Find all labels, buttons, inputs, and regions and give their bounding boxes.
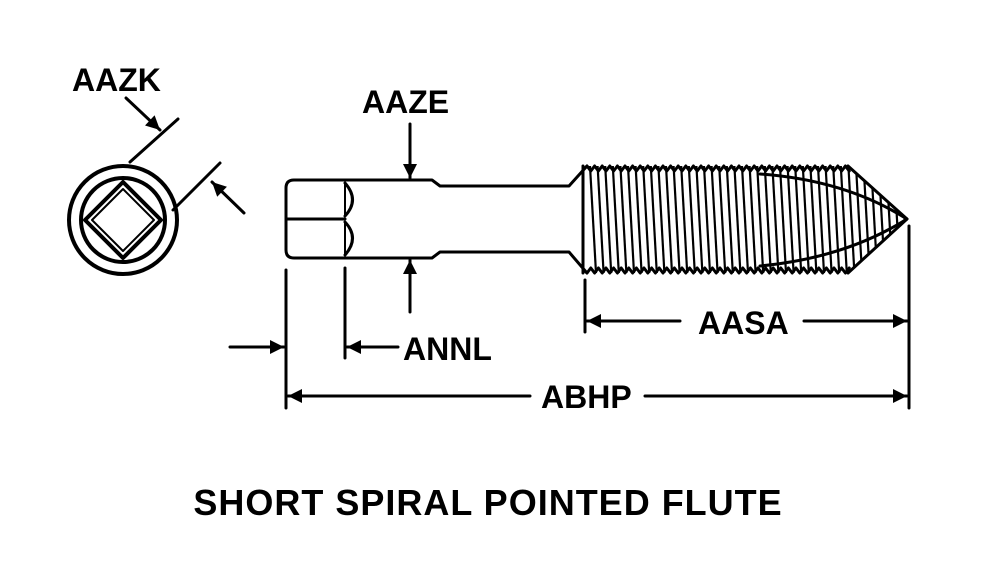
thread-line xyxy=(733,166,742,273)
label-aasa: AASA xyxy=(698,305,789,341)
thread-line xyxy=(642,166,651,273)
thread-line xyxy=(847,166,856,273)
flat-arc-lower xyxy=(343,220,354,257)
thread-line xyxy=(839,166,848,273)
flat-arc-upper xyxy=(343,181,354,218)
thread-line xyxy=(680,166,689,273)
thread-line xyxy=(832,166,841,273)
thread-line xyxy=(801,166,810,273)
drawing-title: SHORT SPIRAL POINTED FLUTE xyxy=(193,482,782,523)
thread-line xyxy=(588,166,598,273)
thread-line xyxy=(710,166,719,273)
thread-line xyxy=(885,166,894,273)
thread-line xyxy=(725,166,734,273)
thread-line xyxy=(664,166,674,273)
thread-line xyxy=(854,166,864,273)
thread-line xyxy=(786,166,795,273)
threaded-section xyxy=(581,164,909,275)
thread-line xyxy=(740,166,750,273)
thread-line xyxy=(596,166,605,273)
aazk-extension-line-2 xyxy=(171,161,222,212)
thread-line xyxy=(892,166,902,273)
thread-line xyxy=(626,166,636,273)
end-view-inner-circle xyxy=(79,176,167,264)
tap-side-view xyxy=(284,164,909,275)
thread-line xyxy=(695,166,704,273)
aazk-arrow-2 xyxy=(210,180,246,215)
thread-line xyxy=(604,166,613,273)
thread-line xyxy=(718,166,727,273)
label-annl: ANNL xyxy=(403,331,492,367)
end-view-outer-circle xyxy=(67,164,179,276)
thread-bottom-crests xyxy=(581,266,851,275)
thread-line xyxy=(672,166,681,273)
thread-line xyxy=(809,166,818,273)
thread-line xyxy=(756,166,765,273)
thread-line xyxy=(748,166,757,273)
thread-line xyxy=(763,166,772,273)
label-aazk: AAZK xyxy=(72,62,161,98)
thread-line xyxy=(824,166,833,273)
thread-line xyxy=(778,166,788,273)
thread-line xyxy=(634,166,643,273)
thread-line xyxy=(687,166,696,273)
aazk-arrow-1 xyxy=(124,96,162,132)
square-drive xyxy=(83,180,163,260)
thread-line xyxy=(877,166,886,273)
label-aaze: AAZE xyxy=(362,84,449,120)
thread-top-crests xyxy=(581,164,851,173)
thread-line xyxy=(771,166,780,273)
thread-line xyxy=(702,166,712,273)
square-drive-inner xyxy=(91,188,155,252)
tap-point xyxy=(846,164,909,275)
thread-line xyxy=(657,166,666,273)
thread-line xyxy=(649,166,658,273)
thread-line xyxy=(870,166,879,273)
end-view xyxy=(67,96,246,276)
thread-line xyxy=(611,166,620,273)
thread-line xyxy=(794,166,803,273)
dimension-lines xyxy=(228,224,911,410)
thread-line xyxy=(619,166,628,273)
aazk-extension-line-1 xyxy=(128,117,180,164)
label-abhp: ABHP xyxy=(541,379,632,415)
